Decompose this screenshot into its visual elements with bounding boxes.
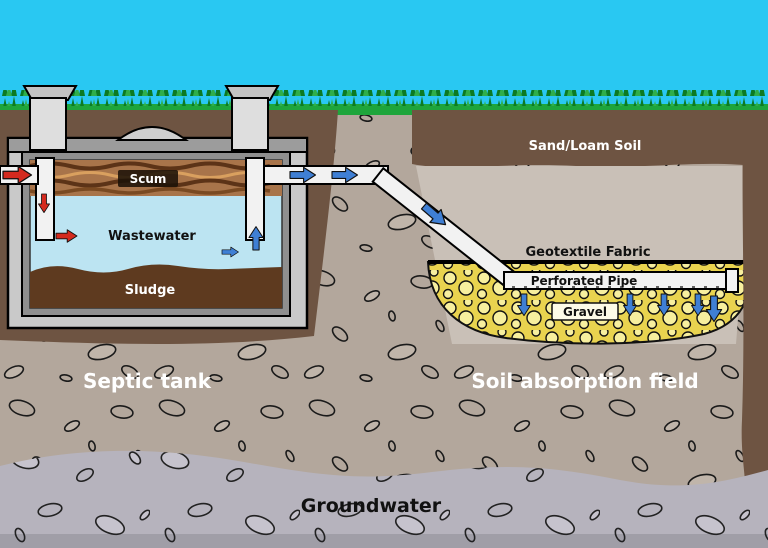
absorption-field-label: Soil absorption field [471, 369, 698, 393]
sand-loam-layer [412, 110, 768, 168]
sand-loam-label: Sand/Loam Soil [529, 139, 642, 154]
groundwater-bottom-shade [0, 534, 768, 548]
right-soil-edge [741, 112, 768, 500]
pipe-end-cap [725, 268, 739, 293]
grass-tufts [0, 90, 768, 106]
groundwater-layer [0, 450, 768, 548]
gravel-label: Gravel [563, 305, 607, 319]
sludge-layer [30, 264, 282, 308]
left-riser [29, 97, 67, 151]
left-riser-cap [22, 85, 78, 101]
geotextile-label: Geotextile Fabric [525, 245, 650, 260]
scum-strand [29, 161, 271, 171]
septic-tank-label: Septic tank [83, 369, 212, 393]
sludge-label: Sludge [125, 283, 176, 298]
labels: Scum Wastewater Sludge Sand/Loam Soil Ge… [83, 139, 699, 517]
scum-strand [29, 187, 271, 195]
scum-label: Scum [130, 172, 167, 186]
perforated-pipe-label: Perforated Pipe [531, 274, 638, 288]
right-riser [231, 97, 269, 151]
scum-label-chip [118, 170, 178, 187]
tank-risers [22, 85, 280, 151]
gravel-label-chip [551, 302, 619, 321]
groundwater-label: Groundwater [301, 495, 442, 517]
right-riser-cap [224, 85, 280, 101]
pipes [0, 165, 739, 293]
grass-strip [0, 104, 768, 115]
wastewater-label: Wastewater [108, 229, 196, 244]
tank-access-cover [115, 126, 189, 141]
outlet-pipe [263, 165, 389, 185]
